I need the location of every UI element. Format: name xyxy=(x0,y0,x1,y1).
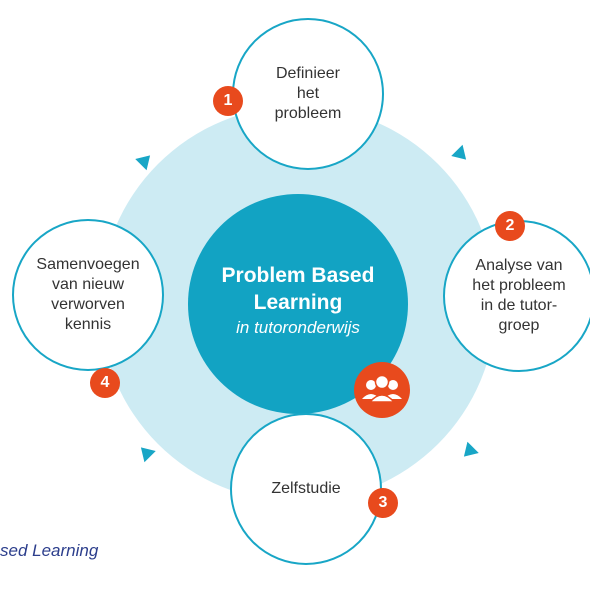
cycle-arrow-icon xyxy=(135,441,156,463)
center-circle: Problem Based Learning in tutoronderwijs xyxy=(188,194,408,414)
step-self-study: Zelfstudie xyxy=(230,413,382,565)
step-label: Samenvoegen van nieuw verworven kennis xyxy=(36,256,140,333)
center-subtitle: in tutoronderwijs xyxy=(236,318,360,337)
step-number-badge: 4 xyxy=(90,368,120,398)
step-number-badge: 3 xyxy=(368,488,398,518)
center-title: Problem Based Learning xyxy=(221,264,375,314)
cycle-arrow-icon xyxy=(458,441,479,463)
cycle-arrow-icon xyxy=(135,149,156,171)
group-icon xyxy=(354,362,410,418)
caption: sed Learning xyxy=(0,541,99,560)
cycle-arrow-icon xyxy=(451,144,472,166)
step-label: Zelfstudie xyxy=(271,480,341,497)
step-label: Definieer het probleem xyxy=(274,65,342,122)
step-analyse-problem: Analyse van het probleem in de tutor- gr… xyxy=(443,220,590,372)
step-label: Analyse van het probleem in de tutor- gr… xyxy=(472,257,566,334)
step-number-badge: 2 xyxy=(495,211,525,241)
step-combine-knowledge: Samenvoegen van nieuw verworven kennis xyxy=(12,219,164,371)
step-number-badge: 1 xyxy=(213,86,243,116)
step-define-problem: Definieer het probleem xyxy=(232,18,384,170)
